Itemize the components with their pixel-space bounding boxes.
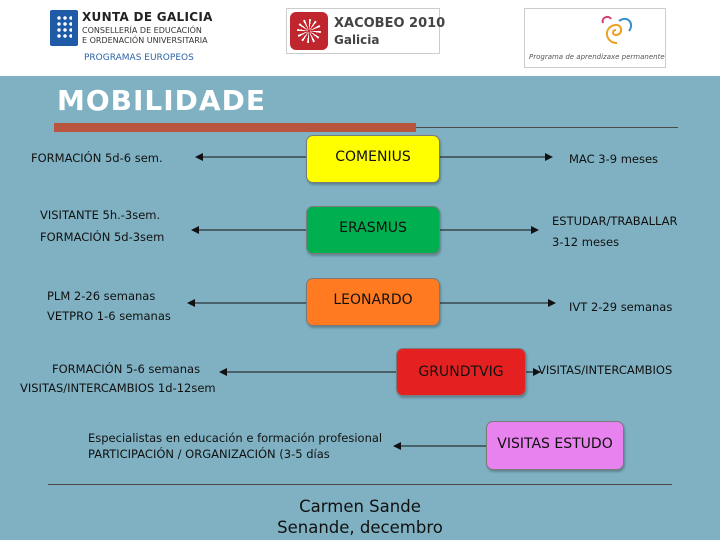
comenius-box: COMENIUS [306, 135, 440, 183]
visitas-left-label-1: Especialistas en educación e formación p… [88, 431, 383, 445]
title-rule [54, 123, 416, 132]
visitas-left-label-2: PARTICIPACIÓN / ORGANIZACIÓN (3-5 días [88, 447, 330, 461]
xunta-crest-icon [50, 10, 78, 46]
pap-logo: Programa de aprendizaxe permanente [524, 8, 666, 68]
xunta-subtitle: CONSELLERÍA DE EDUCACIÓN E ORDENACIÓN UN… [82, 26, 208, 46]
erasmus-box: ERASMUS [306, 206, 440, 254]
grundtvig-left-label-2: VISITAS/INTERCAMBIOS 1d-12sem [20, 381, 216, 395]
comenius-left-label: FORMACIÓN 5d-6 sem. [31, 151, 163, 165]
leonardo-right-label: IVT 2-29 semanas [569, 300, 673, 314]
xunta-logo: XUNTA DE GALICIA CONSELLERÍA DE EDUCACIÓ… [50, 10, 240, 50]
xacobeo-mark-icon [290, 12, 328, 50]
leonardo-box: LEONARDO [306, 278, 440, 326]
pap-text: Programa de aprendizaxe permanente [529, 53, 665, 61]
erasmus-right-label-1: ESTUDAR/TRABALLAR [552, 214, 678, 228]
grundtvig-right-label: VISITAS/INTERCAMBIOS [538, 363, 673, 377]
xacobeo-logo: XACOBEO 2010 Galicia [286, 8, 445, 54]
comenius-right-label: MAC 3-9 meses [569, 152, 659, 166]
xunta-subtitle-line2: E ORDENACIÓN UNIVERSITARIA [82, 36, 208, 45]
leonardo-left-label-2: VETPRO 1-6 semanas [47, 309, 171, 323]
erasmus-right-label-2: 3-12 meses [552, 235, 620, 249]
leonardo-left-label-1: PLM 2-26 semanas [47, 289, 156, 303]
grundtvig-box: GRUNDTVIG [396, 348, 526, 396]
footer-author: Carmen Sande [299, 497, 421, 516]
xacobeo-title: XACOBEO 2010 [334, 16, 446, 31]
xunta-title: XUNTA DE GALICIA [82, 10, 213, 24]
footer-rule [48, 484, 672, 485]
title-rule-thin [416, 127, 678, 128]
swirl-icon [601, 15, 633, 44]
erasmus-left-label-1: VISITANTE 5h.-3sem. [40, 208, 161, 222]
visitas-estudo-box: VISITAS ESTUDO [486, 421, 624, 470]
xacobeo-subtitle: Galicia [334, 33, 380, 47]
page-title: MOBILIDADE [57, 84, 266, 117]
footer-place-date: Senande, decembro [277, 518, 443, 537]
erasmus-left-label-2: FORMACIÓN 5d-3sem [40, 230, 165, 244]
programas-europeos-label: PROGRAMAS EUROPEOS [84, 53, 194, 63]
xunta-subtitle-line1: CONSELLERÍA DE EDUCACIÓN [82, 26, 202, 35]
grundtvig-left-label-1: FORMACIÓN 5-6 semanas [52, 362, 201, 376]
